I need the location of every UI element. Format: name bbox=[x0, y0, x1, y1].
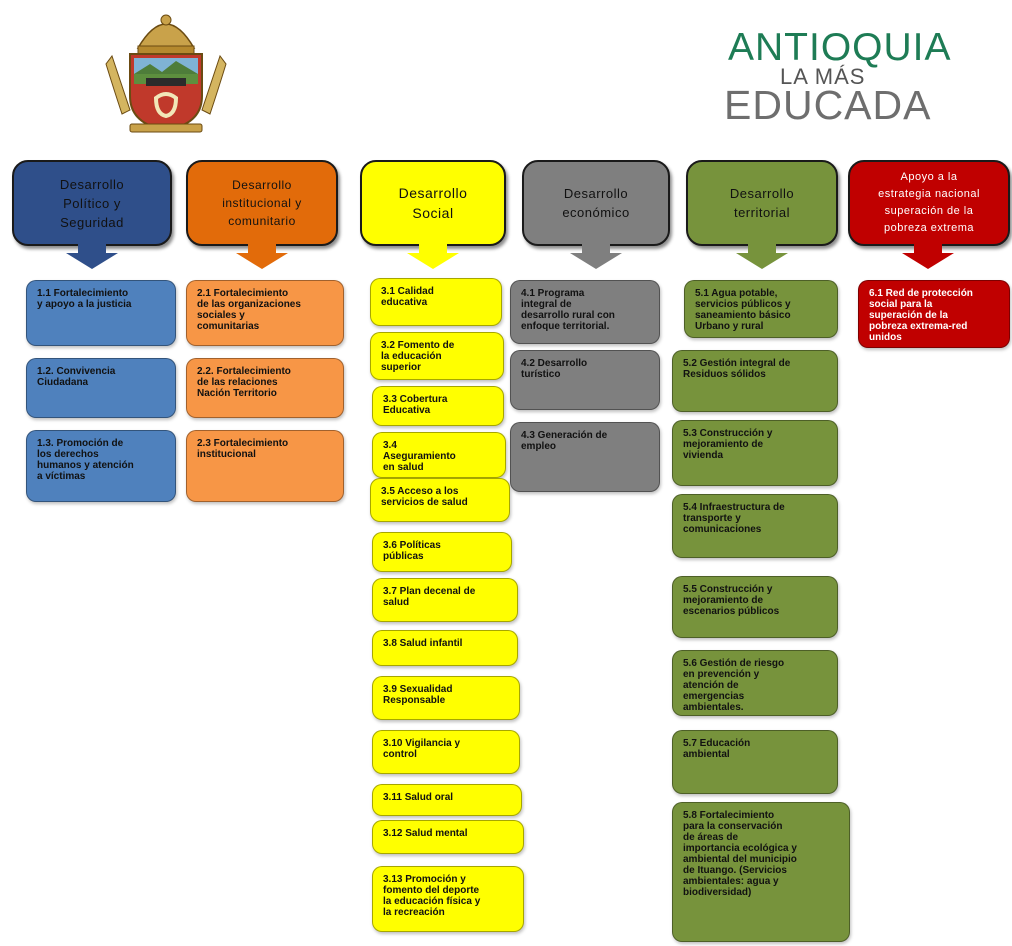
program-box: 1.3. Promoción de los derechos humanos y… bbox=[26, 430, 176, 502]
municipal-coat-of-arms bbox=[100, 6, 232, 136]
down-arrow-icon bbox=[236, 253, 288, 269]
program-box: 3.10 Vigilancia y control bbox=[372, 730, 520, 774]
arrow-shaft-c6 bbox=[914, 244, 942, 254]
program-box: 3.2 Fomento de la educación superior bbox=[370, 332, 504, 380]
program-box: 3.5 Acceso a los servicios de salud bbox=[370, 478, 510, 522]
axis-header-c5: Desarrollo territorial bbox=[686, 160, 838, 246]
program-box: 5.2 Gestión integral de Residuos sólidos bbox=[672, 350, 838, 412]
program-box: 3.7 Plan decenal de salud bbox=[372, 578, 518, 622]
program-box: 5.6 Gestión de riesgo en prevención y at… bbox=[672, 650, 838, 716]
program-box: 2.3 Fortalecimiento institucional bbox=[186, 430, 344, 502]
antioquia-logo: ANTIOQUIA LA MÁS EDUCADA bbox=[718, 28, 958, 128]
program-box: 5.4 Infraestructura de transporte y comu… bbox=[672, 494, 838, 558]
axis-header-c6: Apoyo a la estrategia nacional superació… bbox=[848, 160, 1010, 246]
program-box: 3.12 Salud mental bbox=[372, 820, 524, 854]
program-box: 4.1 Programa integral de desarrollo rura… bbox=[510, 280, 660, 344]
program-box: 5.7 Educación ambiental bbox=[672, 730, 838, 794]
program-box: 2.1 Fortalecimiento de las organizacione… bbox=[186, 280, 344, 346]
program-box: 3.11 Salud oral bbox=[372, 784, 522, 816]
program-box: 5.5 Construcción y mejoramiento de escen… bbox=[672, 576, 838, 638]
program-box: 4.3 Generación de empleo bbox=[510, 422, 660, 492]
program-box: 3.6 Políticas públicas bbox=[372, 532, 512, 572]
program-box: 3.4 Aseguramiento en salud bbox=[372, 432, 506, 478]
program-box: 3.13 Promoción y fomento del deporte la … bbox=[372, 866, 524, 932]
arrow-shaft-c2 bbox=[248, 244, 276, 254]
program-box: 5.3 Construcción y mejoramiento de vivie… bbox=[672, 420, 838, 486]
down-arrow-icon bbox=[66, 253, 118, 269]
down-arrow-icon bbox=[407, 253, 459, 269]
program-box: 3.3 Cobertura Educativa bbox=[372, 386, 504, 426]
logo-line-2: LA MÁS bbox=[780, 64, 866, 89]
program-box: 4.2 Desarrollo turístico bbox=[510, 350, 660, 410]
program-box: 2.2. Fortalecimiento de las relaciones N… bbox=[186, 358, 344, 418]
axis-header-c4: Desarrollo económico bbox=[522, 160, 670, 246]
program-box: 5.8 Fortalecimiento para la conservación… bbox=[672, 802, 850, 942]
axis-header-c2: Desarrollo institucional y comunitario bbox=[186, 160, 338, 246]
program-box: 1.2. Convivencia Ciudadana bbox=[26, 358, 176, 418]
axis-header-c3: Desarrollo Social bbox=[360, 160, 506, 246]
axis-header-c1: Desarrollo Político y Seguridad bbox=[12, 160, 172, 246]
down-arrow-icon bbox=[902, 253, 954, 269]
arrow-shaft-c5 bbox=[748, 244, 776, 254]
program-box: 1.1 Fortalecimiento y apoyo a la justici… bbox=[26, 280, 176, 346]
logo-line-3: EDUCADA bbox=[724, 82, 932, 128]
logo-line-1: ANTIOQUIA bbox=[728, 26, 952, 69]
arrow-shaft-c1 bbox=[78, 244, 106, 254]
program-box: 6.1 Red de protección social para la sup… bbox=[858, 280, 1010, 348]
down-arrow-icon bbox=[570, 253, 622, 269]
arrow-shaft-c3 bbox=[419, 244, 447, 254]
arrow-shaft-c4 bbox=[582, 244, 610, 254]
program-box: 3.8 Salud infantil bbox=[372, 630, 518, 666]
program-box: 5.1 Agua potable, servicios públicos y s… bbox=[684, 280, 838, 338]
program-box: 3.9 Sexualidad Responsable bbox=[372, 676, 520, 720]
down-arrow-icon bbox=[736, 253, 788, 269]
program-box: 3.1 Calidad educativa bbox=[370, 278, 502, 326]
